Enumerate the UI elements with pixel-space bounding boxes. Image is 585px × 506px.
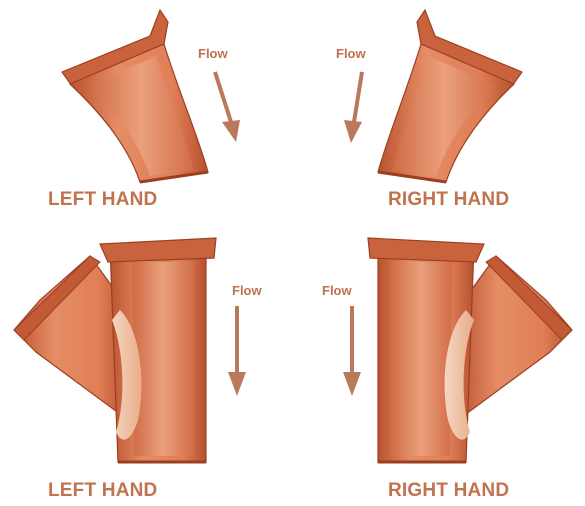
bend-right-pipe bbox=[378, 10, 522, 182]
flow-down-arrow-icon bbox=[215, 72, 240, 142]
flow-label-bend-right: Flow bbox=[336, 46, 366, 61]
flow-label-bend-left: Flow bbox=[198, 46, 228, 61]
bend-left-pipe bbox=[62, 10, 208, 182]
junction-right-pipe bbox=[368, 238, 572, 462]
hand-label-bend-right: RIGHT HAND bbox=[388, 189, 509, 211]
hand-label-junction-right: RIGHT HAND bbox=[388, 480, 509, 502]
hand-label-bend-left: LEFT HAND bbox=[48, 189, 157, 211]
flow-down-arrow-icon bbox=[344, 72, 362, 143]
flow-label-junction-right: Flow bbox=[322, 283, 352, 298]
flow-down-arrow-icon bbox=[228, 306, 246, 396]
flow-down-arrow-icon bbox=[343, 306, 361, 396]
hand-label-junction-left: LEFT HAND bbox=[48, 480, 157, 502]
flow-label-junction-left: Flow bbox=[232, 283, 262, 298]
junction-left-pipe bbox=[14, 238, 216, 462]
